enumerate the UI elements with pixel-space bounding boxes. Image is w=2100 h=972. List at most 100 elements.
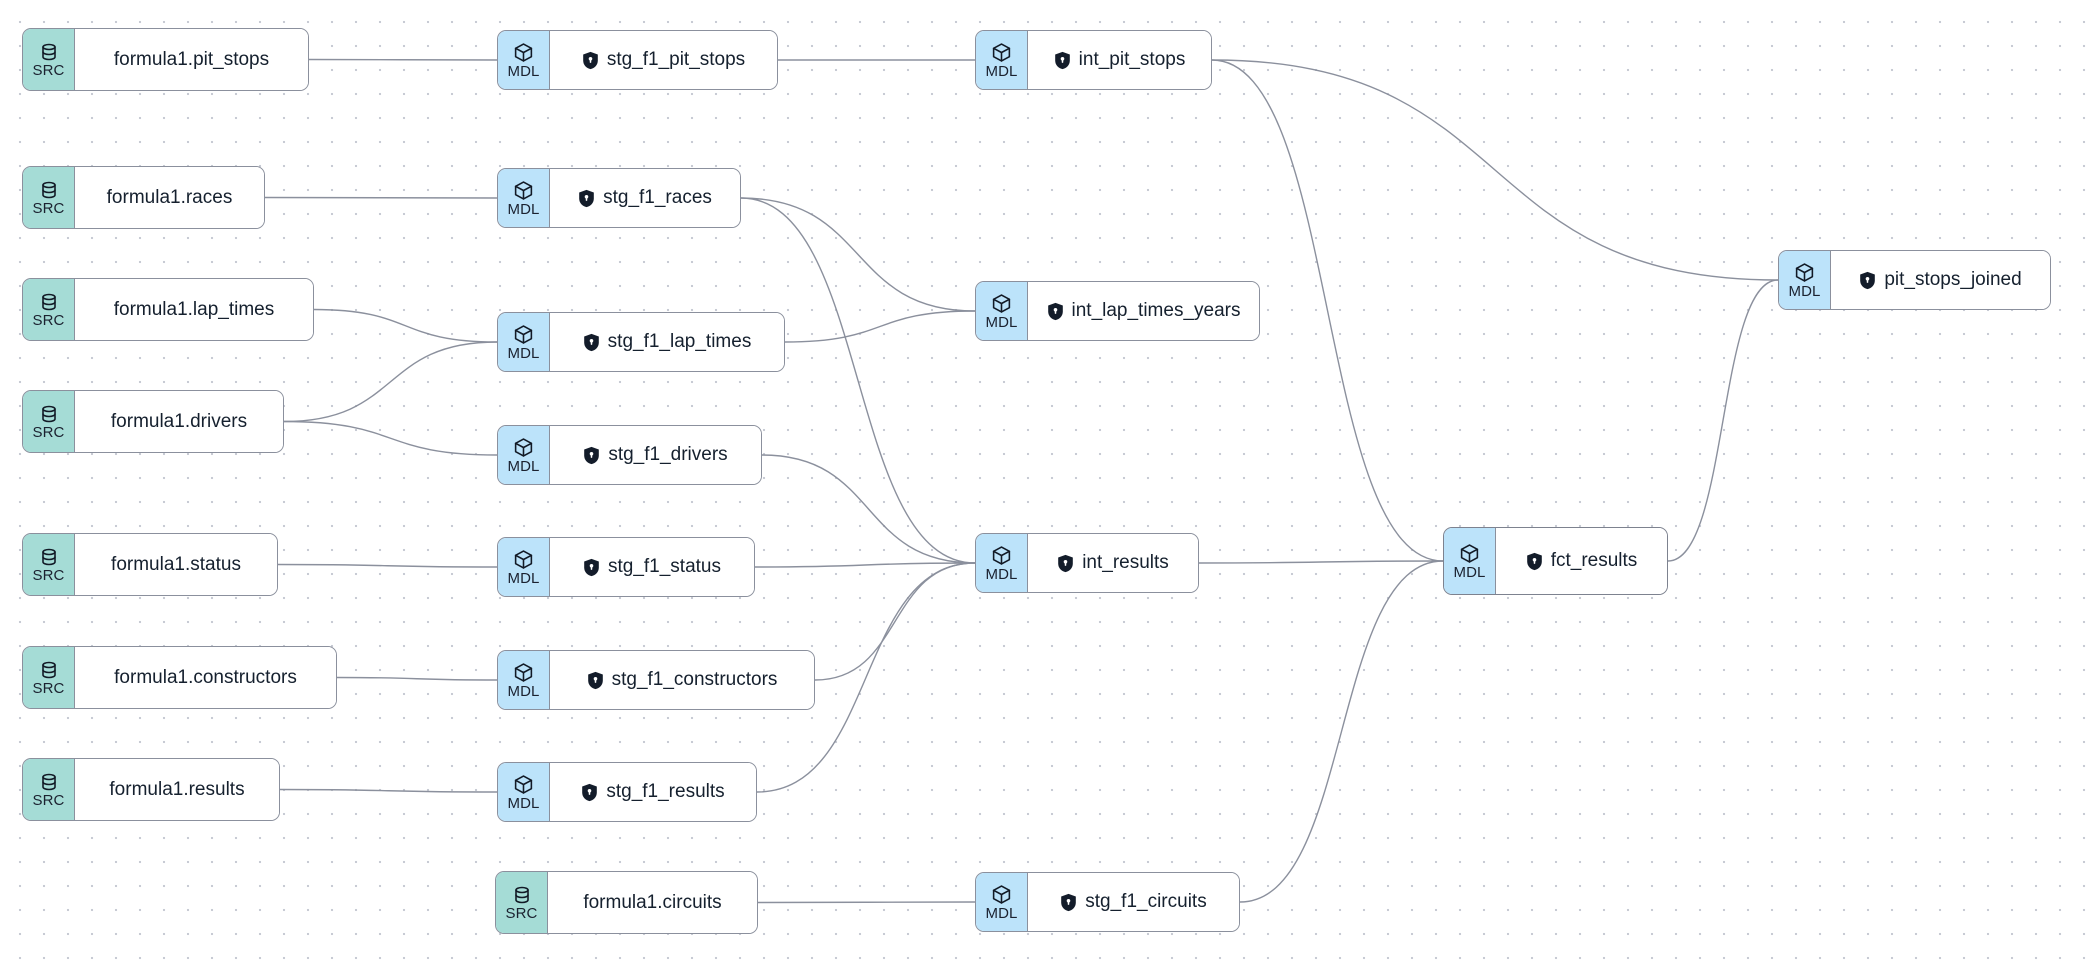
shield-icon (1057, 554, 1074, 573)
source-badge: SRC (496, 872, 548, 933)
model-badge: MDL (498, 763, 550, 821)
graph-node-int_lap_times_years[interactable]: MDL int_lap_times_years (975, 281, 1260, 341)
node-body: formula1.pit_stops (75, 29, 308, 90)
graph-node-stg_races[interactable]: MDL stg_f1_races (497, 168, 741, 228)
node-label: stg_f1_circuits (1085, 891, 1207, 912)
node-label: fct_results (1550, 550, 1638, 571)
edge-fct_results-to-pit_stops_joined (1667, 279, 1779, 562)
database-icon (39, 404, 59, 424)
shield-icon (578, 189, 595, 208)
database-icon (512, 885, 532, 905)
badge-label: MDL (507, 344, 540, 362)
badge-label: MDL (1788, 282, 1821, 300)
node-body: formula1.constructors (75, 647, 336, 708)
database-icon (39, 180, 59, 200)
graph-node-src_constructors[interactable]: SRC formula1.constructors (22, 646, 337, 709)
node-label: pit_stops_joined (1884, 269, 2022, 290)
badge-label: MDL (985, 904, 1018, 922)
badge-label: SRC (32, 199, 65, 217)
model-badge: MDL (976, 534, 1028, 592)
badge-label: SRC (32, 791, 65, 809)
node-body: int_lap_times_years (1028, 282, 1259, 340)
graph-node-stg_lap_times[interactable]: MDL stg_f1_lap_times (497, 312, 785, 372)
node-body: stg_f1_drivers (550, 426, 761, 484)
edge-src_results-to-stg_results (279, 788, 498, 793)
graph-node-stg_results[interactable]: MDL stg_f1_results (497, 762, 757, 822)
database-icon (39, 660, 59, 680)
graph-node-stg_constructors[interactable]: MDL stg_f1_constructors (497, 650, 815, 710)
cube-icon (513, 774, 534, 795)
graph-node-stg_circuits[interactable]: MDL stg_f1_circuits (975, 872, 1240, 932)
graph-node-fct_results[interactable]: MDL fct_results (1443, 527, 1668, 595)
node-body: stg_f1_races (550, 169, 740, 227)
node-body: formula1.circuits (548, 872, 757, 933)
shield-icon (1060, 893, 1077, 912)
badge-label: MDL (507, 794, 540, 812)
graph-node-src_results[interactable]: SRC formula1.results (22, 758, 280, 821)
badge-label: MDL (1453, 563, 1486, 581)
edge-src_lap_times-to-stg_lap_times (313, 308, 498, 343)
edge-src_drivers-to-stg_drivers (283, 420, 498, 456)
node-label: formula1.drivers (110, 410, 248, 432)
node-label: int_lap_times_years (1071, 300, 1241, 321)
badge-label: MDL (507, 682, 540, 700)
source-badge: SRC (23, 534, 75, 595)
node-label: formula1.lap_times (113, 298, 275, 320)
graph-node-src_races[interactable]: SRC formula1.races (22, 166, 265, 229)
edge-src_constructors-to-stg_constructors (336, 676, 498, 681)
cube-icon (513, 324, 534, 345)
node-body: formula1.races (75, 167, 264, 228)
source-badge: SRC (23, 29, 75, 90)
node-label: formula1.constructors (114, 666, 297, 688)
graph-node-stg_pit_stops[interactable]: MDL stg_f1_pit_stops (497, 30, 778, 90)
database-icon (39, 42, 59, 62)
source-badge: SRC (23, 647, 75, 708)
shield-icon (587, 671, 604, 690)
shield-icon (1859, 271, 1876, 290)
node-body: int_results (1028, 534, 1198, 592)
graph-node-src_lap_times[interactable]: SRC formula1.lap_times (22, 278, 314, 341)
shield-icon (583, 333, 600, 352)
node-label: stg_f1_results (606, 781, 725, 802)
edge-int_pit_stops-to-pit_stops_joined (1211, 59, 1779, 281)
model-badge: MDL (498, 31, 550, 89)
model-badge: MDL (498, 426, 550, 484)
model-badge: MDL (498, 313, 550, 371)
cube-icon (991, 884, 1012, 905)
node-label: stg_f1_lap_times (607, 331, 752, 352)
node-body: formula1.lap_times (75, 279, 313, 340)
node-label: formula1.results (109, 778, 245, 800)
edge-src_circuits-to-stg_circuits (757, 901, 976, 904)
node-body: stg_f1_constructors (550, 651, 814, 709)
shield-icon (581, 783, 598, 802)
graph-node-pit_stops_joined[interactable]: MDL pit_stops_joined (1778, 250, 2051, 310)
edge-stg_lap_times-to-int_lap_times_years (784, 310, 976, 343)
source-badge: SRC (23, 279, 75, 340)
badge-label: MDL (985, 62, 1018, 80)
cube-icon (1459, 543, 1480, 564)
badge-label: MDL (507, 200, 540, 218)
edge-stg_circuits-to-fct_results (1239, 560, 1444, 903)
node-body: stg_f1_lap_times (550, 313, 784, 371)
edge-stg_constructors-to-int_results (814, 562, 976, 681)
model-badge: MDL (1779, 251, 1831, 309)
model-badge: MDL (498, 169, 550, 227)
node-label: stg_f1_pit_stops (606, 49, 746, 70)
model-badge: MDL (976, 31, 1028, 89)
badge-label: SRC (32, 679, 65, 697)
cube-icon (513, 549, 534, 570)
cube-icon (991, 545, 1012, 566)
model-badge: MDL (976, 282, 1028, 340)
cube-icon (991, 42, 1012, 63)
node-label: stg_f1_status (607, 556, 722, 577)
model-badge: MDL (1444, 528, 1496, 594)
